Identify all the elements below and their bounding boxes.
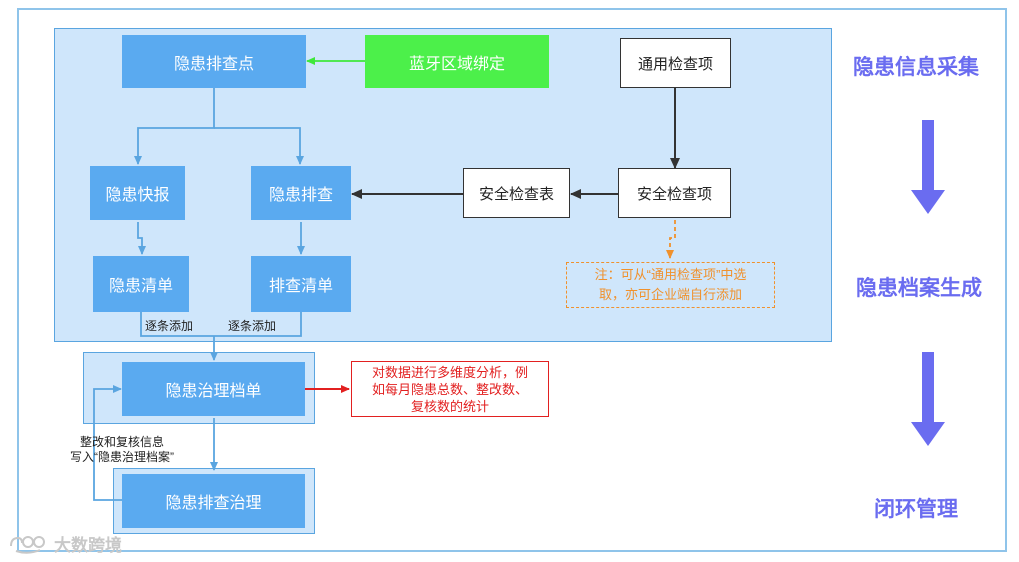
label-rectify-info: 整改和复核信息 写入“隐患治理档案” bbox=[42, 435, 202, 465]
note-orange-line-1: 注：可从“通用检查项”中选 bbox=[594, 267, 747, 282]
stage-arrow-1 bbox=[911, 120, 945, 214]
arrow-feedback-loop bbox=[93, 385, 122, 501]
label-rectify-line-2: 写入“隐患治理档案” bbox=[70, 450, 174, 464]
arrow-safety-items-to-note bbox=[666, 220, 676, 259]
note-check-item-source: 注：可从“通用检查项”中选取，亦可企业端自行添加 bbox=[566, 262, 775, 308]
node-general-check-items: 通用检查项 bbox=[620, 38, 731, 88]
node-governance-file: 隐患治理档单 bbox=[122, 362, 305, 416]
watermark-logo-icon bbox=[10, 535, 45, 554]
label-add-one-by-one-2: 逐条添加 bbox=[228, 319, 277, 333]
node-hazard-list: 隐患清单 bbox=[93, 256, 189, 312]
node-inspection: 隐患排查 bbox=[251, 166, 351, 220]
arrow-quick-report-to-hazard-list bbox=[137, 222, 146, 255]
node-safety-check-items: 安全检查项 bbox=[618, 168, 731, 218]
arrow-checkpoint-to-quick-report bbox=[134, 88, 215, 165]
stage-arrow-2 bbox=[911, 352, 945, 446]
note-red-line-1: 对数据进行多维度分析，例 bbox=[371, 364, 528, 380]
note-data-analysis: 对数据进行多维度分析，例如每月隐患总数、整改数、复核数的统计 bbox=[351, 361, 549, 417]
stage-closed-loop: 闭环管理 bbox=[874, 498, 958, 521]
stage-info-collection: 隐患信息采集 bbox=[853, 56, 979, 79]
node-quick-report: 隐患快报 bbox=[90, 166, 185, 220]
watermark-text: 大数跨境 bbox=[54, 536, 122, 555]
node-bluetooth-binding: 蓝牙区域绑定 bbox=[365, 35, 549, 88]
node-checkpoint: 隐患排查点 bbox=[122, 35, 306, 88]
diagram-frame bbox=[17, 8, 1007, 552]
line-inspection-list-down bbox=[214, 312, 302, 337]
node-safety-check-table: 安全检查表 bbox=[463, 168, 570, 218]
label-add-one-by-one-1: 逐条添加 bbox=[145, 319, 194, 333]
line-hazard-list-down bbox=[140, 312, 214, 337]
label-rectify-line-1: 整改和复核信息 bbox=[79, 435, 164, 449]
note-red-line-2: 如每月隐患总数、整改数、 bbox=[371, 381, 528, 397]
stage-archive-generation: 隐患档案生成 bbox=[856, 277, 982, 300]
node-governance: 隐患排查治理 bbox=[122, 474, 305, 528]
note-red-line-3: 复核数的统计 bbox=[410, 398, 489, 414]
node-inspection-list: 排查清单 bbox=[251, 256, 351, 312]
arrow-checkpoint-to-inspection bbox=[214, 127, 304, 165]
note-orange-line-2: 取，亦可企业端自行添加 bbox=[598, 287, 742, 302]
watermark: 大数跨境 bbox=[8, 531, 122, 556]
